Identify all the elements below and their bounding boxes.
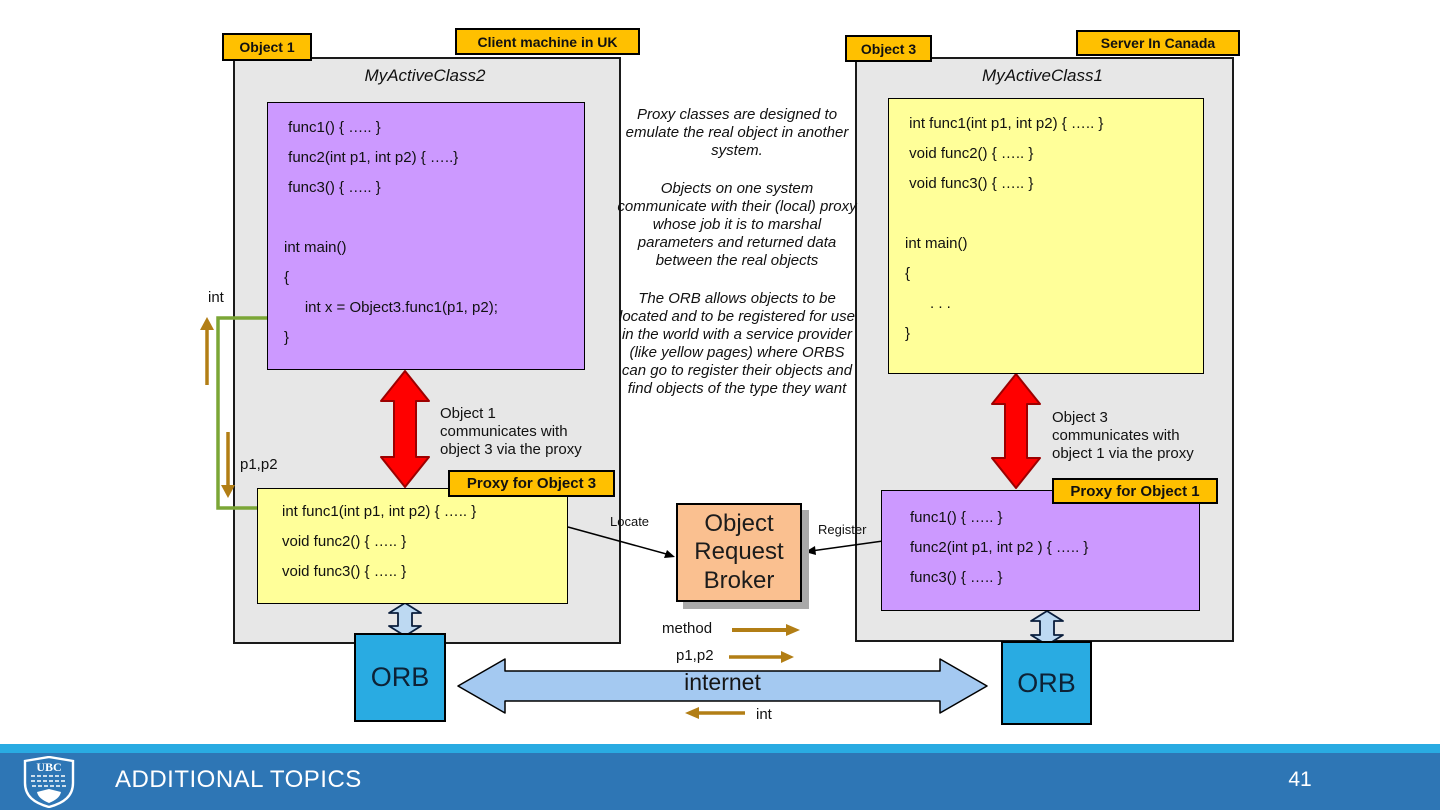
server-proxy-code-box: func1() { ….. } func2(int p1, int p2 ) {… — [881, 490, 1200, 611]
method-right-arrow-icon — [732, 624, 800, 636]
code-line: int main() — [284, 239, 347, 256]
code-line: func3() { ….. } — [910, 569, 1003, 586]
internet-double-arrow-icon — [457, 658, 988, 714]
red-double-arrow-icon — [380, 370, 430, 488]
ubc-logo-icon: UBC — [23, 756, 75, 808]
client-machine-tag: Client machine in UK — [455, 28, 640, 55]
client-communication-note: Object 1 communicates with object 3 via … — [440, 405, 582, 458]
client-proxy-code-box: int func1(int p1, int p2) { ….. } void f… — [257, 488, 568, 604]
svg-text:UBC: UBC — [36, 760, 61, 774]
code-line: void func3() { ….. } — [282, 563, 407, 580]
proxy-for-object1-tag: Proxy for Object 1 — [1052, 478, 1218, 504]
register-label: Register — [818, 522, 867, 537]
code-line: func1() { ….. } — [284, 119, 381, 136]
red-double-arrow-icon — [991, 373, 1041, 489]
blue-double-arrow-icon — [388, 602, 422, 637]
server-class-code-box: int func1(int p1, int p2) { ….. } void f… — [888, 98, 1204, 374]
server-communication-note: Object 3 communicates with object 1 via … — [1052, 409, 1194, 462]
note-paragraph: The ORB allows objects to be located and… — [619, 290, 855, 397]
code-line: func2(int p1, int p2 ) { ….. } — [910, 539, 1089, 556]
code-line: void func3() { ….. } — [905, 175, 1034, 192]
client-orb-box: ORB — [354, 633, 446, 722]
code-line: void func2() { ….. } — [282, 533, 407, 550]
server-machine-tag: Server In Canada — [1076, 30, 1240, 56]
code-line: . . . — [905, 295, 951, 312]
code-line: func3() { ….. } — [284, 179, 381, 196]
object3-tag: Object 3 — [845, 35, 932, 62]
code-line: { — [284, 269, 290, 286]
locate-label: Locate — [610, 514, 650, 529]
code-line: } — [284, 329, 290, 346]
code-line — [284, 203, 578, 233]
footer-accent-strip — [0, 744, 1440, 753]
return-left-arrow-icon — [685, 707, 745, 719]
note-paragraph: Objects on one system communicate with t… — [617, 180, 857, 269]
footer-section-title: ADDITIONAL TOPICS — [115, 766, 362, 793]
note-paragraph: Proxy classes are designed to emulate th… — [625, 106, 849, 159]
params-down-arrow-icon — [221, 432, 235, 498]
server-class-title: MyActiveClass1 — [982, 66, 1103, 85]
code-line: int func1(int p1, int p2) { ….. } — [905, 115, 1104, 132]
page-number: 41 — [1288, 768, 1312, 791]
code-line: int main() — [905, 235, 968, 252]
object-request-broker-box: Object Request Broker — [676, 503, 802, 602]
params-p1p2-label: p1,p2 — [676, 647, 714, 664]
params-right-arrow-icon — [729, 651, 794, 663]
register-arrow-icon — [805, 540, 884, 555]
method-label: method — [662, 620, 713, 637]
footer-bar — [0, 753, 1440, 810]
code-line: void func2() { ….. } — [905, 145, 1034, 162]
code-line: func2(int p1, int p2) { …..} — [284, 149, 459, 166]
explanation-notes: Proxy classes are designed to emulate th… — [617, 106, 857, 418]
return-int-label: int — [756, 706, 772, 723]
internet-label: internet — [684, 669, 761, 695]
code-line: { — [905, 265, 911, 282]
return-int-label: int — [208, 289, 224, 306]
code-line — [905, 199, 1197, 229]
locate-arrow-icon — [567, 526, 675, 558]
code-line: func1() { ….. } — [910, 509, 1003, 526]
server-orb-box: ORB — [1001, 641, 1092, 725]
client-class-title: MyActiveClass2 — [364, 66, 486, 85]
code-line: int func1(int p1, int p2) { ….. } — [282, 503, 477, 520]
code-line: } — [905, 325, 911, 342]
return-up-arrow-icon — [200, 317, 214, 385]
client-class-code-box: func1() { ….. } func2(int p1, int p2) { … — [267, 102, 585, 370]
code-line: int x = Object3.func1(p1, p2); — [284, 299, 498, 316]
object1-tag: Object 1 — [222, 33, 312, 61]
params-p1p2-label: p1,p2 — [240, 456, 278, 473]
proxy-for-object3-tag: Proxy for Object 3 — [448, 470, 615, 497]
